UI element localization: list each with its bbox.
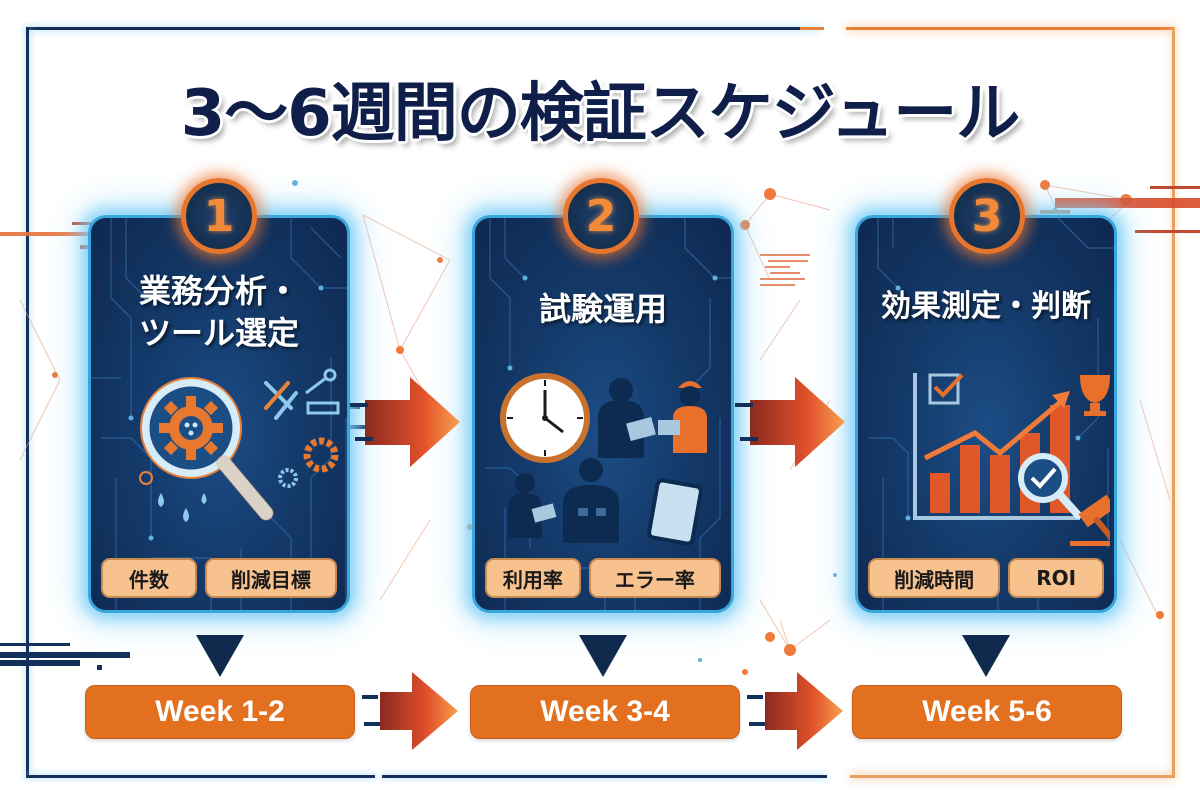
week-label-2: Week 3-4 [470,685,740,739]
step-card-2: 試験運用 利用率 エラー率 [472,215,734,613]
down-triangle-icon [962,635,1010,677]
metric-tags: 利用率 エラー率 [485,558,721,598]
down-triangle-icon [579,635,627,677]
step-title-line: ツール選定 [138,314,299,352]
metric-tag: ROI [1008,558,1104,598]
metric-tag: 削減目標 [204,558,337,598]
metric-tags: 削減時間 ROI [868,558,1104,598]
frame-border-top-orange [846,27,1174,30]
week-label-3: Week 5-6 [852,685,1122,739]
metric-tag: 利用率 [485,558,581,598]
frame-border-bottom-orange [850,775,1175,778]
step-number-badge: 1 [181,178,257,254]
week-label-1: Week 1-2 [85,685,355,739]
clock-workers-icon [500,373,707,546]
frame-border-left-navy [26,27,29,777]
arrow-right-icon [747,672,843,750]
step-number-badge: 2 [563,178,639,254]
frame-border-top-navy [26,27,821,30]
page-title: 3〜6週間の検証スケジュール [180,77,1021,151]
metric-tag: 件数 [101,558,197,598]
arrow-right-icon [362,672,458,750]
frame-border-right-orange [1172,27,1175,777]
frame-border-top-orange [800,27,824,30]
magnifier-gear-icon [139,368,340,522]
step-number-badge: 3 [949,178,1025,254]
metric-tag: エラー率 [588,558,721,598]
arrow-right-icon [735,377,845,467]
metric-tag: 削減時間 [868,558,1001,598]
step-card-1: 業務分析・ ツール選定 件数 削減目標 [88,215,350,613]
down-triangle-icon [196,635,244,677]
arrow-right-icon [350,377,460,467]
frame-border-bottom-navy [26,775,375,778]
metric-tags: 件数 削減目標 [101,558,337,598]
step-title-line: 業務分析・ [138,272,299,310]
step-title: 業務分析・ ツール選定 [91,270,347,354]
step-title: 効果測定・判断 [881,289,1091,324]
step-card-3: 効果測定・判断 削減時間 ROI [855,215,1117,613]
frame-border-bottom-navy [382,775,827,778]
step-title: 試験運用 [538,290,667,328]
bar-chart-icon [913,373,1110,546]
